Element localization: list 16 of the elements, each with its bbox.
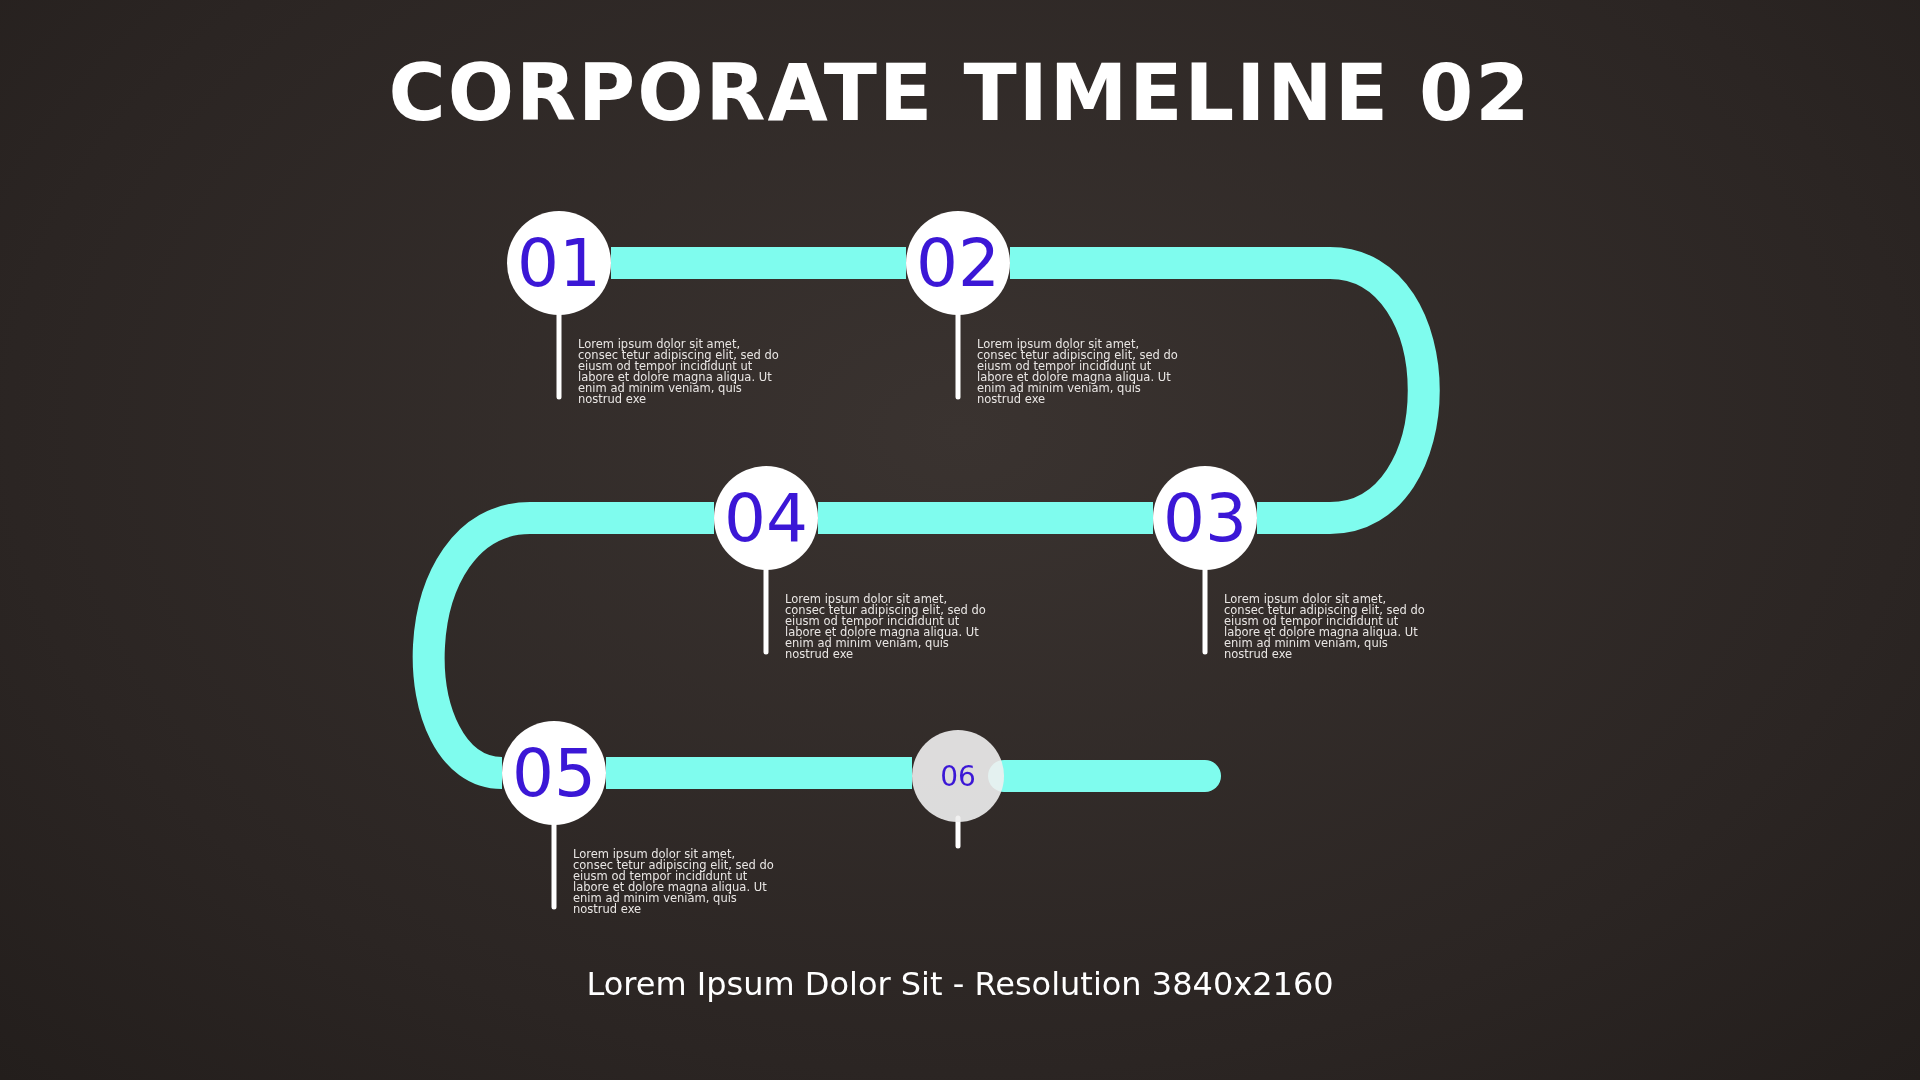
step-description: Lorem ipsum dolor sit amet, consec tetur adipiscing elit, sed do eiusm od tempor incididunt ut labore et dolore magna aliqua. Ut enim ad minim veniam, quis nostrud exe (573, 849, 775, 915)
step-circle: 05 (502, 721, 606, 825)
step-circle: 03 (1153, 466, 1257, 570)
step-description: Lorem ipsum dolor sit amet, consec tetur adipiscing elit, sed do eiusm od tempor incididunt ut labore et dolore magna aliqua. Ut enim ad minim veniam, quis nostrud exe (785, 594, 987, 660)
step-description: Lorem ipsum dolor sit amet, consec tetur adipiscing elit, sed do eiusm od tempor incididunt ut labore et dolore magna aliqua. Ut enim ad minim veniam, quis nostrud exe (1224, 594, 1426, 660)
timeline-track (606, 757, 912, 789)
title: CORPORATE TIMELINE 02 (387, 48, 1533, 138)
timeline-track (611, 247, 906, 279)
caption: Lorem Ipsum Dolor Sit - Resolution 3840x2160 (585, 965, 1335, 1003)
step-description: Lorem ipsum dolor sit amet, consec tetur adipiscing elit, sed do eiusm od tempor incididunt ut labore et dolore magna aliqua. Ut enim ad minim veniam, quis nostrud exe (977, 339, 1179, 405)
timeline-track (818, 502, 1153, 534)
step-circle: 06 (912, 730, 1004, 822)
step-description: Lorem ipsum dolor sit amet, consec tetur adipiscing elit, sed do eiusm od tempor incididunt ut labore et dolore magna aliqua. Ut enim ad minim veniam, quis nostrud exe (578, 339, 780, 405)
step-circle: 02 (906, 211, 1010, 315)
step-circle: 01 (507, 211, 611, 315)
step-circle: 04 (714, 466, 818, 570)
